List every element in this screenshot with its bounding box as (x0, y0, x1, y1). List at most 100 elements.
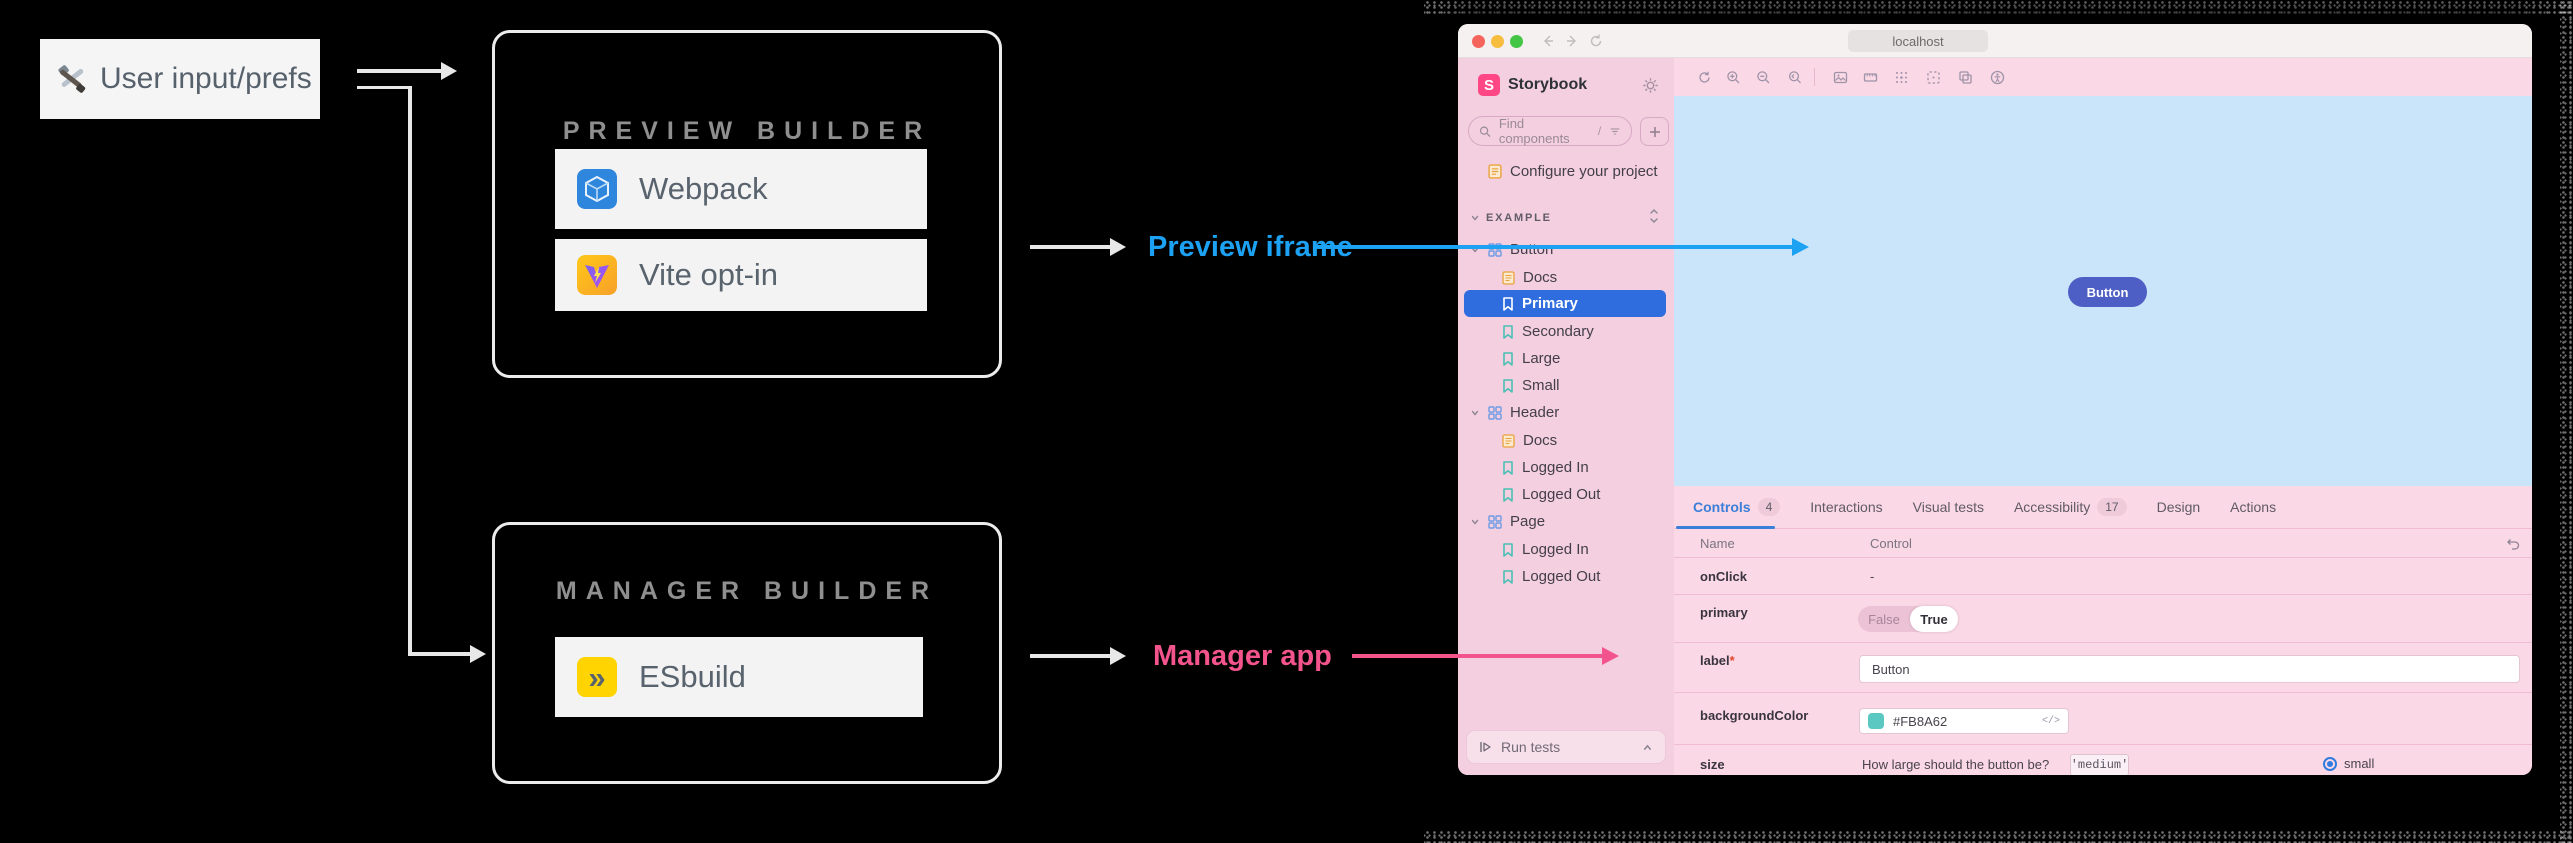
grid-icon[interactable] (1891, 67, 1911, 87)
sidebar-item-logged-in[interactable]: Logged In (1502, 536, 1589, 563)
vite-row: Vite opt-in (555, 239, 927, 311)
sidebar-item-logged-in[interactable]: Logged In (1502, 454, 1589, 481)
radio-icon[interactable] (2323, 756, 2337, 771)
sidebar-item-label: Small (1522, 377, 1560, 394)
tab-label: Design (2156, 499, 2201, 515)
sidebar-item-header[interactable]: Header (1470, 399, 1559, 426)
sidebar-item-label: Logged Out (1522, 568, 1601, 585)
filter-icon[interactable] (1609, 125, 1621, 138)
esbuild-label: ESbuild (639, 659, 746, 694)
chevron-up-icon[interactable] (1642, 742, 1653, 753)
sidebar-item-secondary[interactable]: Secondary (1502, 318, 1594, 345)
story-button[interactable]: Button (2068, 277, 2147, 307)
reset-controls-icon[interactable] (2506, 536, 2521, 551)
collapse-expand-icon[interactable] (1648, 206, 1660, 226)
search-icon (1479, 126, 1491, 137)
control-row-size: size How large should the button be? 'me… (1674, 745, 2532, 775)
sidebar-item-label: Button (1510, 241, 1554, 258)
sidebar-item-label: Docs (1523, 432, 1558, 449)
control-row-label: label* (1674, 643, 2532, 693)
sidebar-item-docs[interactable]: Docs (1502, 264, 1557, 291)
control-name: onClick (1700, 569, 1747, 584)
toggle-false-option[interactable]: False (1868, 611, 1900, 627)
sidebar-item-configure[interactable]: Configure your project (1488, 158, 1658, 185)
tools-icon (58, 65, 86, 93)
zoom-out-icon[interactable] (1753, 67, 1773, 87)
tab-controls[interactable]: Controls 4 (1693, 498, 1781, 516)
sidebar-item-primary[interactable]: Primary (1502, 290, 1578, 317)
remount-icon[interactable] (1694, 67, 1714, 87)
search-input[interactable]: Find components / (1468, 116, 1632, 146)
esbuild-glyph: » (588, 659, 606, 695)
address-bar[interactable]: localhost (1848, 30, 1988, 52)
sidebar-item-small[interactable]: Small (1502, 372, 1560, 399)
chevron-down-icon (1471, 410, 1479, 416)
controls-count-badge: 4 (1757, 498, 1781, 516)
tab-design[interactable]: Design (2157, 499, 2201, 515)
accessibility-icon[interactable] (1987, 67, 2007, 87)
story-icon (1503, 296, 1513, 311)
default-value-chip: 'medium' (2070, 754, 2129, 775)
tab-label: Interactions (1810, 499, 1883, 515)
tab-interactions[interactable]: Interactions (1810, 499, 1882, 515)
arrow-user-to-manager-line (408, 652, 470, 656)
color-value: #FB8A62 (1893, 713, 1948, 729)
reload-icon[interactable] (1588, 33, 1604, 49)
brand: S Storybook (1478, 74, 1587, 96)
minimize-window-button[interactable] (1491, 35, 1504, 48)
close-window-button[interactable] (1472, 35, 1485, 48)
accessibility-count-badge: 17 (2097, 498, 2127, 516)
component-icon (1488, 514, 1502, 529)
chevron-down-icon (1471, 215, 1479, 221)
gear-icon[interactable] (1642, 77, 1659, 94)
webpack-row: Webpack (555, 149, 927, 229)
tab-visual-tests[interactable]: Visual tests (1913, 499, 1984, 515)
tab-accessibility[interactable]: Accessibility 17 (2014, 498, 2127, 516)
control-value: - (1870, 569, 1875, 584)
preview-builder-box: PREVIEW BUILDER Webpack (492, 30, 1002, 378)
spray-noise-right (2560, 0, 2573, 843)
section-example[interactable]: EXAMPLE (1470, 206, 1552, 230)
zoom-reset-icon[interactable] (1784, 67, 1804, 87)
sidebar-item-page[interactable]: Page (1470, 508, 1545, 535)
spray-noise-top (1424, 0, 2573, 14)
sidebar-item-label: Logged In (1522, 459, 1589, 476)
color-swatch[interactable] (1868, 713, 1884, 729)
label-text-input[interactable] (1859, 655, 2520, 683)
arrow-user-to-preview-head (441, 62, 457, 80)
control-name: backgroundColor (1700, 708, 1809, 723)
preview-iframe-canvas: Button (1674, 96, 2532, 486)
story-icon (1503, 324, 1513, 339)
canvas-toolbar (1674, 58, 2532, 96)
sidebar-item-large[interactable]: Large (1502, 345, 1560, 372)
arrow-manager-out-head (1110, 647, 1126, 665)
story-icon (1503, 487, 1513, 502)
sidebar-item-logged-out[interactable]: Logged Out (1502, 481, 1600, 508)
create-story-button[interactable] (1640, 117, 1669, 146)
outline-icon[interactable] (1955, 67, 1975, 87)
viewport-icon[interactable] (1860, 67, 1880, 87)
chevron-down-icon (1471, 519, 1479, 525)
docs-icon (1502, 433, 1515, 448)
control-row-primary: primary False True (1674, 595, 2532, 643)
back-icon[interactable] (1540, 33, 1556, 49)
boolean-toggle[interactable]: False True (1858, 606, 1958, 632)
sidebar-item-button[interactable]: Button (1470, 236, 1553, 263)
zoom-in-icon[interactable] (1723, 67, 1743, 87)
measure-icon[interactable] (1923, 67, 1943, 87)
color-picker-input[interactable]: #FB8A62 </> (1859, 708, 2069, 734)
sidebar-item-logged-out[interactable]: Logged Out (1502, 563, 1600, 590)
sidebar-item-docs[interactable]: Docs (1502, 427, 1557, 454)
search-placeholder: Find components (1498, 116, 1570, 146)
selected-story-highlight (1464, 290, 1666, 317)
connector-vertical (408, 86, 412, 654)
maximize-window-button[interactable] (1510, 35, 1523, 48)
code-icon[interactable]: </> (2041, 715, 2060, 727)
tab-label: Accessibility (2013, 499, 2091, 515)
tab-actions[interactable]: Actions (2230, 499, 2276, 515)
backgrounds-icon[interactable] (1830, 67, 1850, 87)
forward-icon[interactable] (1564, 33, 1580, 49)
radio-option-small[interactable]: small (2323, 756, 2374, 771)
toggle-true-option[interactable]: True (1910, 606, 1958, 632)
run-tests-button[interactable]: Run tests (1466, 730, 1666, 764)
